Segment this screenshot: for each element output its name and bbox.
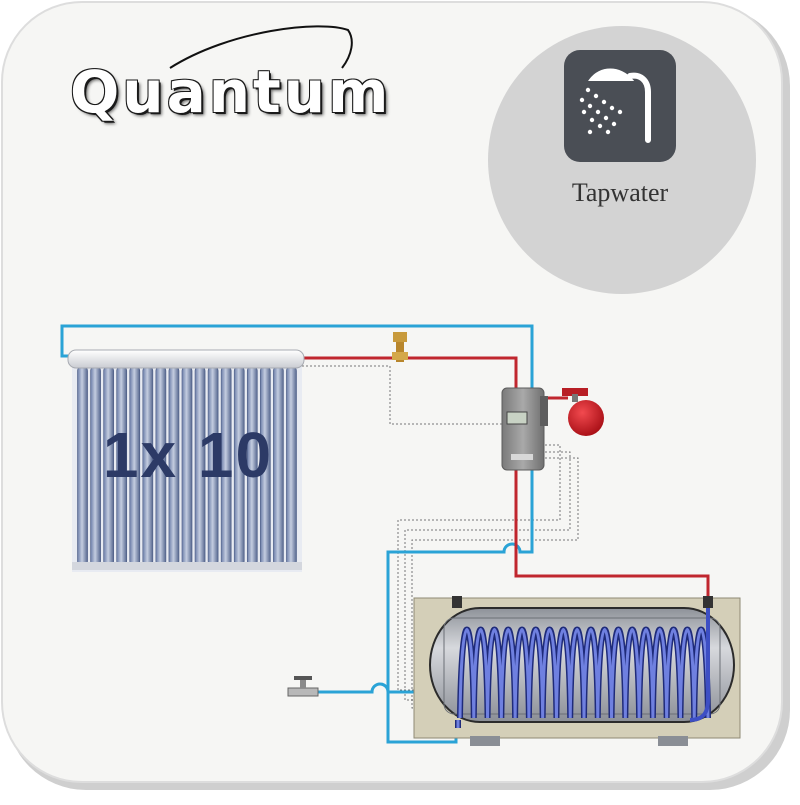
- collector-label: 1x 10: [102, 419, 274, 491]
- brand-swoosh: [169, 25, 353, 69]
- shower-drop: [593, 93, 599, 99]
- storage-tank: [413, 596, 741, 746]
- collector-tube: [286, 365, 297, 567]
- brand-logo: Quantum: [70, 58, 392, 126]
- shower-drop: [603, 115, 609, 121]
- badge-label: Tapwater: [571, 178, 669, 207]
- cold-pipes: [60, 324, 534, 744]
- shower-drop: [609, 105, 615, 111]
- shower-drop: [617, 109, 623, 115]
- shower-drop: [597, 123, 603, 129]
- heat-exchanger-coil-highlight: [456, 628, 710, 728]
- safety-valve-icon: [392, 332, 408, 362]
- shower-drop: [611, 121, 617, 127]
- tap-valve-icon: [287, 676, 319, 697]
- tank-foot-left: [470, 736, 500, 746]
- solar-collector: [67, 349, 305, 572]
- shower-drop: [587, 129, 593, 135]
- badge-tile: [564, 50, 676, 162]
- shower-drop: [585, 87, 591, 93]
- collector-manifold: [67, 349, 305, 369]
- shower-drop: [589, 117, 595, 123]
- collector-tube: [77, 365, 88, 567]
- shower-drop: [601, 99, 607, 105]
- shower-drop: [581, 109, 587, 115]
- expansion-vessel-icon: [562, 388, 604, 436]
- shower-drop: [579, 97, 585, 103]
- shower-icon: [579, 68, 651, 143]
- pump-station: [501, 387, 548, 471]
- coil-return-pipe: [689, 606, 710, 722]
- tank-foot-right: [658, 736, 688, 746]
- control-wires: [302, 365, 579, 709]
- shower-drop: [595, 109, 601, 115]
- shower-drop: [605, 129, 611, 135]
- shower-drop: [587, 103, 593, 109]
- controller-display: [506, 411, 528, 425]
